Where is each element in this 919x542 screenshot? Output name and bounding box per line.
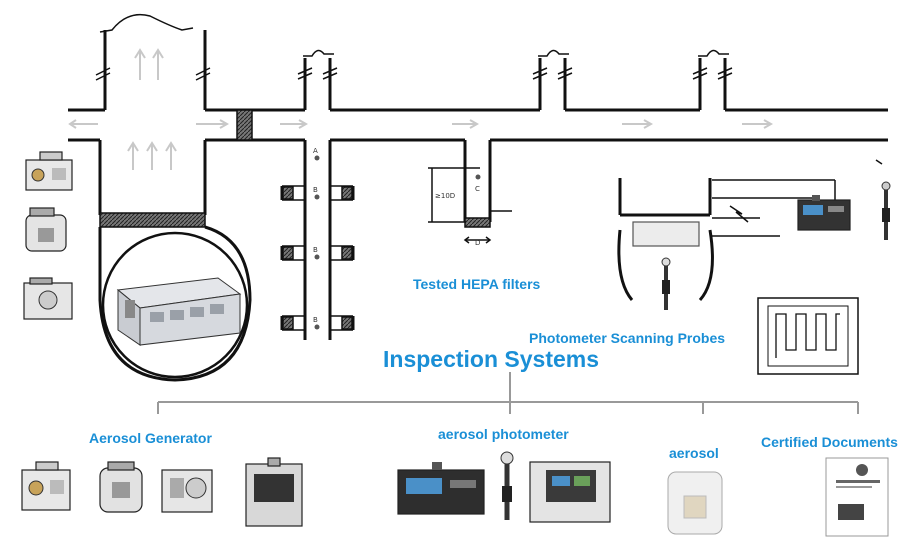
side-filter-4 [341,246,353,260]
duct-filter-mesh [236,109,253,141]
port-label-a: A [313,147,318,155]
side-filter-1 [282,186,294,200]
dim-label-10d: ≥10D [435,192,455,200]
label-tested-hepa-filters: Tested HEPA filters [413,276,541,292]
bottom-generator-4 [245,457,303,527]
side-filter-6 [341,316,353,330]
left-generator-3 [23,277,73,320]
label-certified-documents: Certified Documents [761,434,898,450]
label-aerosol-photometer: aerosol photometer [438,426,569,442]
ahu-filter-mesh [99,212,206,228]
test-duct-vertical: A B B B [280,140,355,340]
left-generator-1 [25,151,73,191]
hepa-housing [617,159,891,310]
bottom-aerosol-generator-photos [21,457,303,527]
label-aerosol: aerosol [669,445,719,461]
hepa-filter-panel [632,221,700,247]
probe-center-photo [661,257,671,310]
main-duct [68,108,888,142]
photometer-benchtop-photo [397,462,485,515]
label-photometer-scanning-probes: Photometer Scanning Probes [529,330,726,346]
sampling-branch: C ≥10D D [428,140,512,247]
air-handling-unit [98,140,252,382]
photometer-probe-photo [500,451,514,520]
label-aerosol-generator: Aerosol Generator [89,430,212,446]
port-label-b3: B [313,316,318,324]
ahu-cabinet-photo [116,277,242,346]
port-label-c: C [475,185,480,193]
side-filter-2 [341,186,353,200]
bottom-photometer-photos [397,451,611,523]
left-generator-2 [25,207,67,252]
label-inspection-systems: Inspection Systems [383,346,600,372]
flow-arrows [68,119,774,170]
category-tree [157,372,859,414]
scan-pattern-icon [757,297,859,375]
certified-document-photo [825,457,889,537]
side-filter-3 [282,246,294,260]
dim-label-d: D [475,239,480,247]
photometer-touchscreen-photo [529,461,611,523]
aerosol-bottle-photo [667,471,723,535]
photometer-top-photo [797,195,851,231]
branch-risers [297,49,733,110]
port-label-b2: B [313,246,318,254]
side-filter-5 [282,316,294,330]
upper-riser [95,13,211,110]
bottom-generator-2 [99,461,143,513]
branch-filter-mesh [464,217,491,228]
left-aerosol-generator-photos [23,151,73,320]
port-label-b1: B [313,186,318,194]
bottom-generator-3 [161,469,213,513]
probe-top-right-photo [881,181,891,240]
bottom-generator-1 [21,461,71,511]
